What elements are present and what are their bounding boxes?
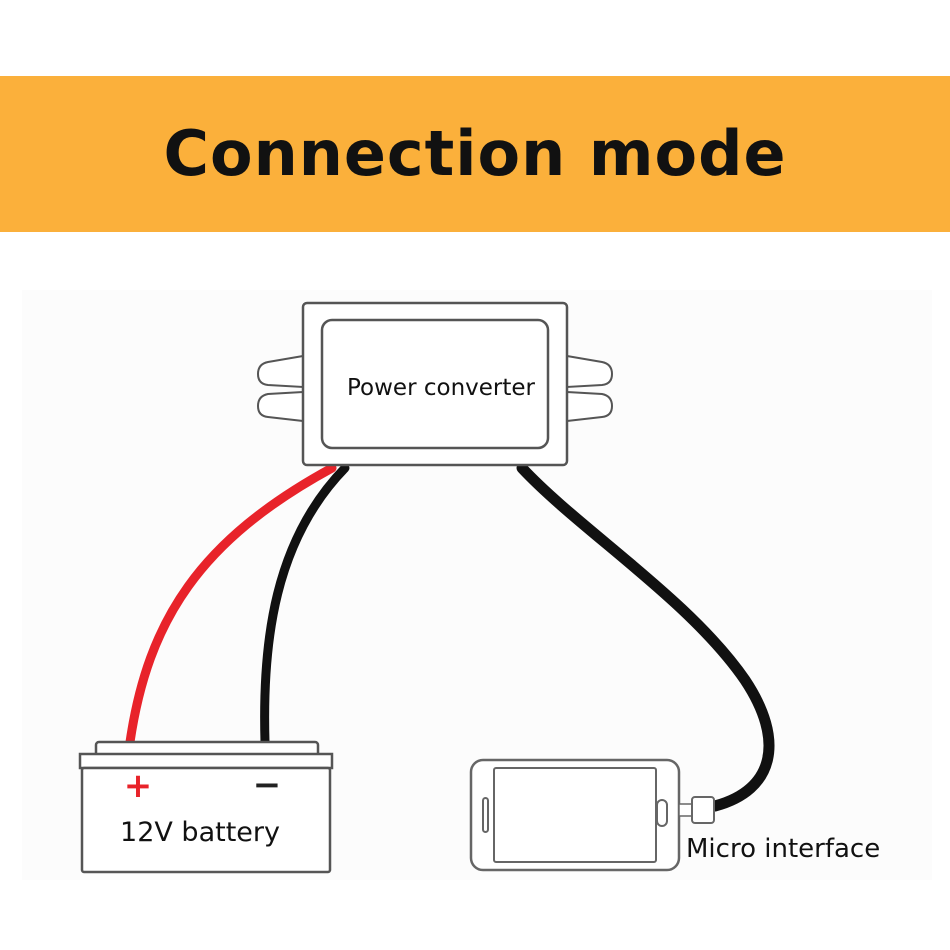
battery-label: 12V battery [120, 817, 280, 848]
phone-label: Micro interface [686, 834, 880, 864]
page-title: Connection mode [163, 117, 787, 190]
plug-tip [678, 803, 694, 817]
left-mount-ear [256, 354, 304, 423]
smartphone-icon [469, 758, 681, 872]
plug-housing [691, 796, 715, 824]
battery-body [80, 766, 332, 874]
converter-label: Power converter [347, 375, 536, 401]
title-banner: Connection mode [0, 76, 950, 232]
phone-speaker [482, 797, 489, 833]
negative-wire [260, 463, 350, 747]
converter-label-panel [320, 318, 550, 450]
output-cable [516, 462, 775, 812]
micro-usb-plug-icon [678, 796, 715, 824]
phone-screen [493, 767, 657, 863]
battery-icon [78, 740, 334, 874]
battery-top-band [78, 752, 334, 770]
positive-wire [125, 463, 337, 747]
battery-negative-sign: − [253, 765, 282, 805]
phone-home-button [656, 799, 668, 827]
right-mount-ear [566, 354, 614, 423]
battery-positive-sign: + [124, 766, 153, 806]
power-converter-icon [256, 301, 614, 467]
